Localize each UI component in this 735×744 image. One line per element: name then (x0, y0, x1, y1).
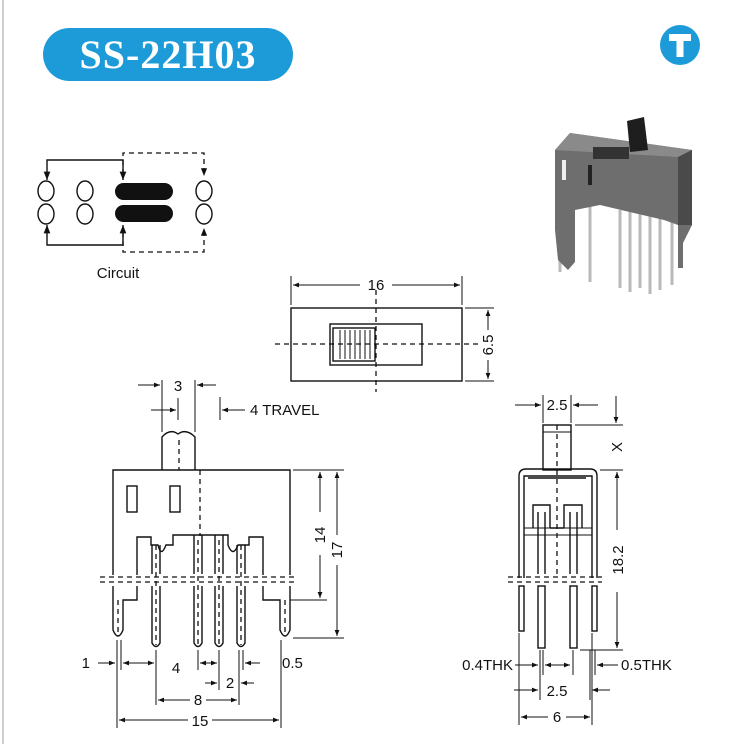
circuit-label: Circuit (97, 265, 140, 282)
dim-travel: 4 TRAVEL (250, 402, 319, 419)
model-title-badge: SS-22H03 (43, 28, 293, 81)
dim-side-width: 6 (553, 709, 561, 726)
top-view: 16 6.5 (275, 276, 497, 392)
contact-bar (115, 183, 173, 200)
dim-side-height: 18.2 (610, 545, 627, 574)
dim-lead-width: 1 (82, 655, 90, 672)
dim-total-height: 17 (329, 542, 346, 559)
dim-body-height: 14 (312, 527, 329, 544)
logo-t-icon (669, 34, 691, 57)
contact-bar (115, 205, 173, 222)
dim-actuator-height: X (609, 442, 626, 452)
dim-thk-right: 0.5THK (621, 657, 672, 674)
dim-side-pitch: 2.5 (547, 683, 568, 700)
circuit-diagram: Circuit (37, 152, 213, 282)
front-view: 3 4 TRAVEL 14 17 (82, 378, 346, 730)
side-view: 2.5 X 18.2 0.4THK 0.5THK 2.5 6 (462, 395, 672, 726)
page-border (2, 0, 4, 744)
dim-side-actuator-width: 2.5 (547, 397, 568, 414)
dim-pin-thickness: 0.5 (282, 655, 303, 672)
dim-pitch-4: 4 (172, 660, 180, 677)
dim-top-width: 16 (368, 277, 385, 294)
product-photo (555, 117, 692, 294)
dim-actuator-width: 3 (174, 378, 182, 395)
brand-logo (660, 25, 700, 65)
dim-thk-left: 0.4THK (462, 657, 513, 674)
dim-pitch-2: 2 (226, 675, 234, 692)
dim-top-height: 6.5 (480, 335, 497, 356)
dim-pitch-8: 8 (194, 692, 202, 709)
dim-overall-width: 15 (192, 713, 209, 730)
